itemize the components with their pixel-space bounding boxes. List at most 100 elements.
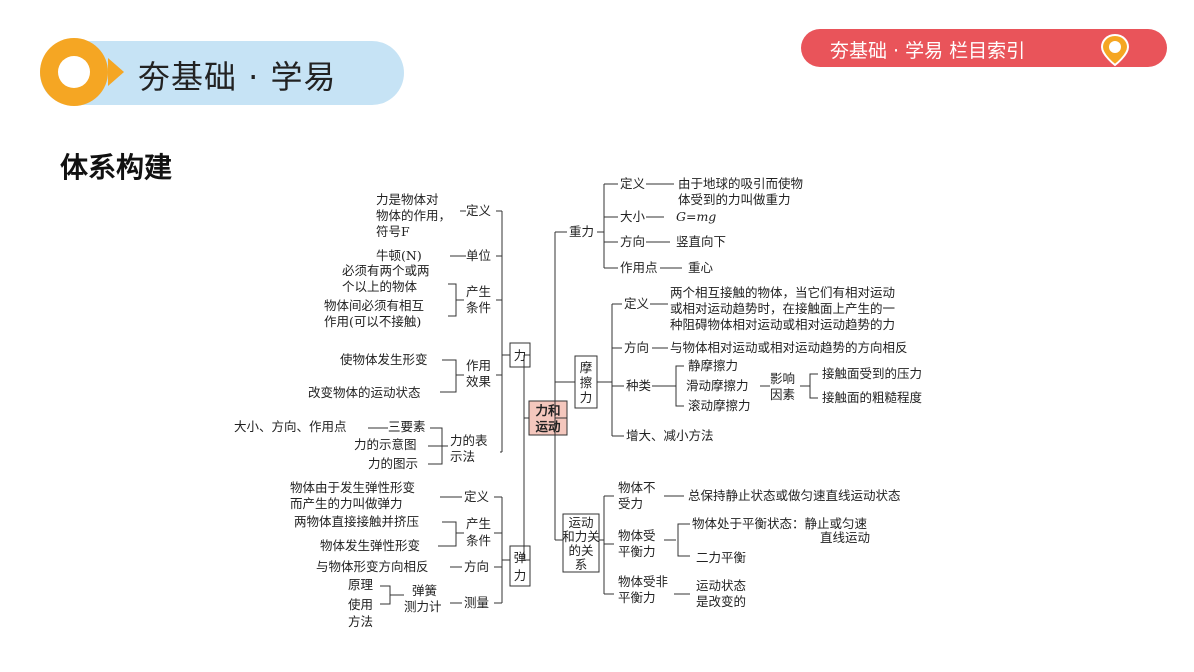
- force-def-text-2: 物体的作用，: [376, 208, 451, 223]
- motion-balanced-1b: 直线运动: [820, 530, 870, 545]
- friction-dir-text: 与物体相对运动或相对运动趋势的方向相反: [670, 340, 908, 355]
- elastic-label-2: 力: [514, 568, 527, 583]
- motion-unbalanced-label-2: 平衡力: [618, 590, 656, 605]
- motion-balanced-label-1: 物体受: [618, 528, 656, 543]
- friction-factor-label-2: 因素: [770, 387, 795, 402]
- motion-noforce-text: 总保持静止状态或做匀速直线运动状态: [688, 488, 901, 503]
- force-repr-label-1: 力的表: [450, 433, 488, 448]
- elastic-def-text-1: 物体由于发生弹性形变: [290, 480, 415, 495]
- elastic-cond-1: 两物体直接接触并挤压: [294, 514, 419, 529]
- force-label: 力: [514, 348, 527, 363]
- force-effect-label-1: 作用: [466, 358, 491, 373]
- motion-label-4: 系: [575, 557, 588, 572]
- friction-label-1: 摩: [580, 360, 593, 375]
- connector-line: [677, 523, 690, 557]
- elastic-def-label: 定义: [464, 489, 490, 504]
- motion-box: [562, 513, 600, 573]
- motion-balanced-label-2: 平衡力: [618, 544, 656, 559]
- friction-types-label: 种类: [626, 378, 652, 393]
- force-cond-text-3: 物体间必须有相互: [324, 298, 424, 313]
- force-diagram: 力的示意图: [354, 437, 417, 452]
- friction-def-text-3: 种阻碍物体相对运动或相对运动趋势的力: [670, 317, 895, 332]
- elastic-measure-label: 测量: [464, 595, 489, 610]
- force-effect-1: 使物体发生形变: [340, 352, 428, 367]
- banner-arrow: [108, 58, 124, 86]
- gravity-point-label: 作用点: [620, 260, 658, 275]
- connector-line: [438, 521, 457, 547]
- gravity-dir-label: 方向: [620, 234, 645, 249]
- motion-balanced-1a: 物体处于平衡状态：静止或匀速: [692, 516, 868, 531]
- friction-def-label: 定义: [624, 296, 650, 311]
- gravity-dir-text: 竖直向下: [676, 234, 726, 249]
- gravity-size-label: 大小: [620, 209, 646, 224]
- friction-factor-2: 接触面的粗糙程度: [822, 390, 923, 405]
- elastic-usage-2: 方法: [348, 614, 373, 629]
- force-three-label: 三要素: [388, 419, 426, 434]
- connector-line: [448, 283, 457, 317]
- elastic-dir-text: 与物体形变方向相反: [316, 559, 429, 574]
- motion-noforce-label-1: 物体不: [618, 480, 656, 495]
- gravity-def-text-1: 由于地球的吸引而使物: [678, 176, 803, 191]
- page-title: 夯基础 · 学易: [138, 58, 337, 96]
- elastic-usage-1: 使用: [348, 597, 373, 612]
- center-label-1: 力和: [535, 403, 560, 418]
- elastic-principle: 原理: [348, 577, 374, 592]
- motion-unbalanced-text-2: 是改变的: [696, 594, 746, 609]
- motion-label-2: 和力关: [562, 529, 600, 544]
- elastic-def-text-2: 而产生的力叫做弹力: [290, 496, 403, 511]
- connector-line: [675, 365, 684, 407]
- motion-unbalanced-label-1: 物体受非: [618, 574, 668, 589]
- friction-label-2: 擦: [580, 375, 593, 390]
- friction-factor-label-1: 影响: [770, 371, 795, 386]
- force-unit-label: 单位: [466, 248, 491, 263]
- friction-factor-1: 接触面受到的压力: [822, 366, 922, 381]
- gravity-def-text-2: 体受到的力叫做重力: [678, 192, 791, 207]
- force-effect-label-2: 效果: [466, 374, 492, 389]
- gravity-def-label: 定义: [620, 176, 646, 191]
- gravity-label: 重力: [569, 224, 594, 239]
- elastic-cond-label-2: 条件: [466, 533, 491, 548]
- force-def-label: 定义: [466, 203, 492, 218]
- force-cond-label-1: 产生: [466, 284, 491, 299]
- force-cond-label-2: 条件: [466, 300, 491, 315]
- friction-def-text-2: 或相对运动趋势时，在接触面上产生的一: [670, 301, 895, 316]
- elastic-tool-1: 弹簧: [412, 583, 437, 598]
- section-title: 体系构建: [60, 151, 173, 184]
- friction-type-2: 滑动摩擦力: [686, 378, 749, 393]
- friction-type-1: 静摩擦力: [688, 358, 738, 373]
- connector-line: [809, 373, 818, 399]
- force-repr-label-2: 示法: [450, 449, 475, 464]
- motion-label-3: 的关: [568, 543, 593, 558]
- elastic-tool-2: 测力计: [404, 599, 442, 614]
- elastic-dir-label: 方向: [464, 559, 489, 574]
- force-cond-text-1: 必须有两个或两: [342, 263, 430, 278]
- nav-index-label[interactable]: 夯基础 · 学易 栏目索引: [830, 40, 1026, 62]
- ring-icon-center: [58, 56, 90, 88]
- force-effect-2: 改变物体的运动状态: [308, 385, 421, 400]
- force-three-text: 大小、方向、作用点: [234, 419, 347, 434]
- elastic-cond-2: 物体发生弹性形变: [320, 538, 420, 553]
- force-cond-text-2: 个以上的物体: [342, 279, 418, 294]
- force-def-text-3: 符号F: [376, 224, 410, 239]
- connector-line: [380, 585, 391, 605]
- motion-label-1: 运动: [568, 515, 593, 530]
- center-label-2: 运动: [535, 419, 561, 434]
- motion-noforce-label-2: 受力: [618, 496, 643, 511]
- force-graph: 力的图示: [368, 456, 418, 471]
- elastic-label-1: 弹: [514, 550, 527, 565]
- friction-def-text-1: 两个相互接触的物体，当它们有相对运动: [670, 285, 895, 300]
- elastic-box: [509, 545, 531, 587]
- elastic-cond-label-1: 产生: [466, 516, 491, 531]
- friction-methods: 增大、减小方法: [626, 428, 714, 443]
- gravity-point-text: 重心: [688, 260, 714, 275]
- friction-label-3: 力: [580, 390, 593, 405]
- gravity-size-text: G=mg: [676, 209, 716, 224]
- motion-balanced-2: 二力平衡: [696, 550, 746, 565]
- force-unit-text: 牛顿(N): [376, 248, 422, 263]
- connector-line: [440, 359, 457, 393]
- friction-dir-label: 方向: [624, 340, 649, 355]
- location-pin-icon[interactable]: [1098, 33, 1132, 67]
- force-cond-text-4: 作用(可以不接触): [324, 314, 421, 329]
- force-def-text-1: 力是物体对: [376, 192, 439, 207]
